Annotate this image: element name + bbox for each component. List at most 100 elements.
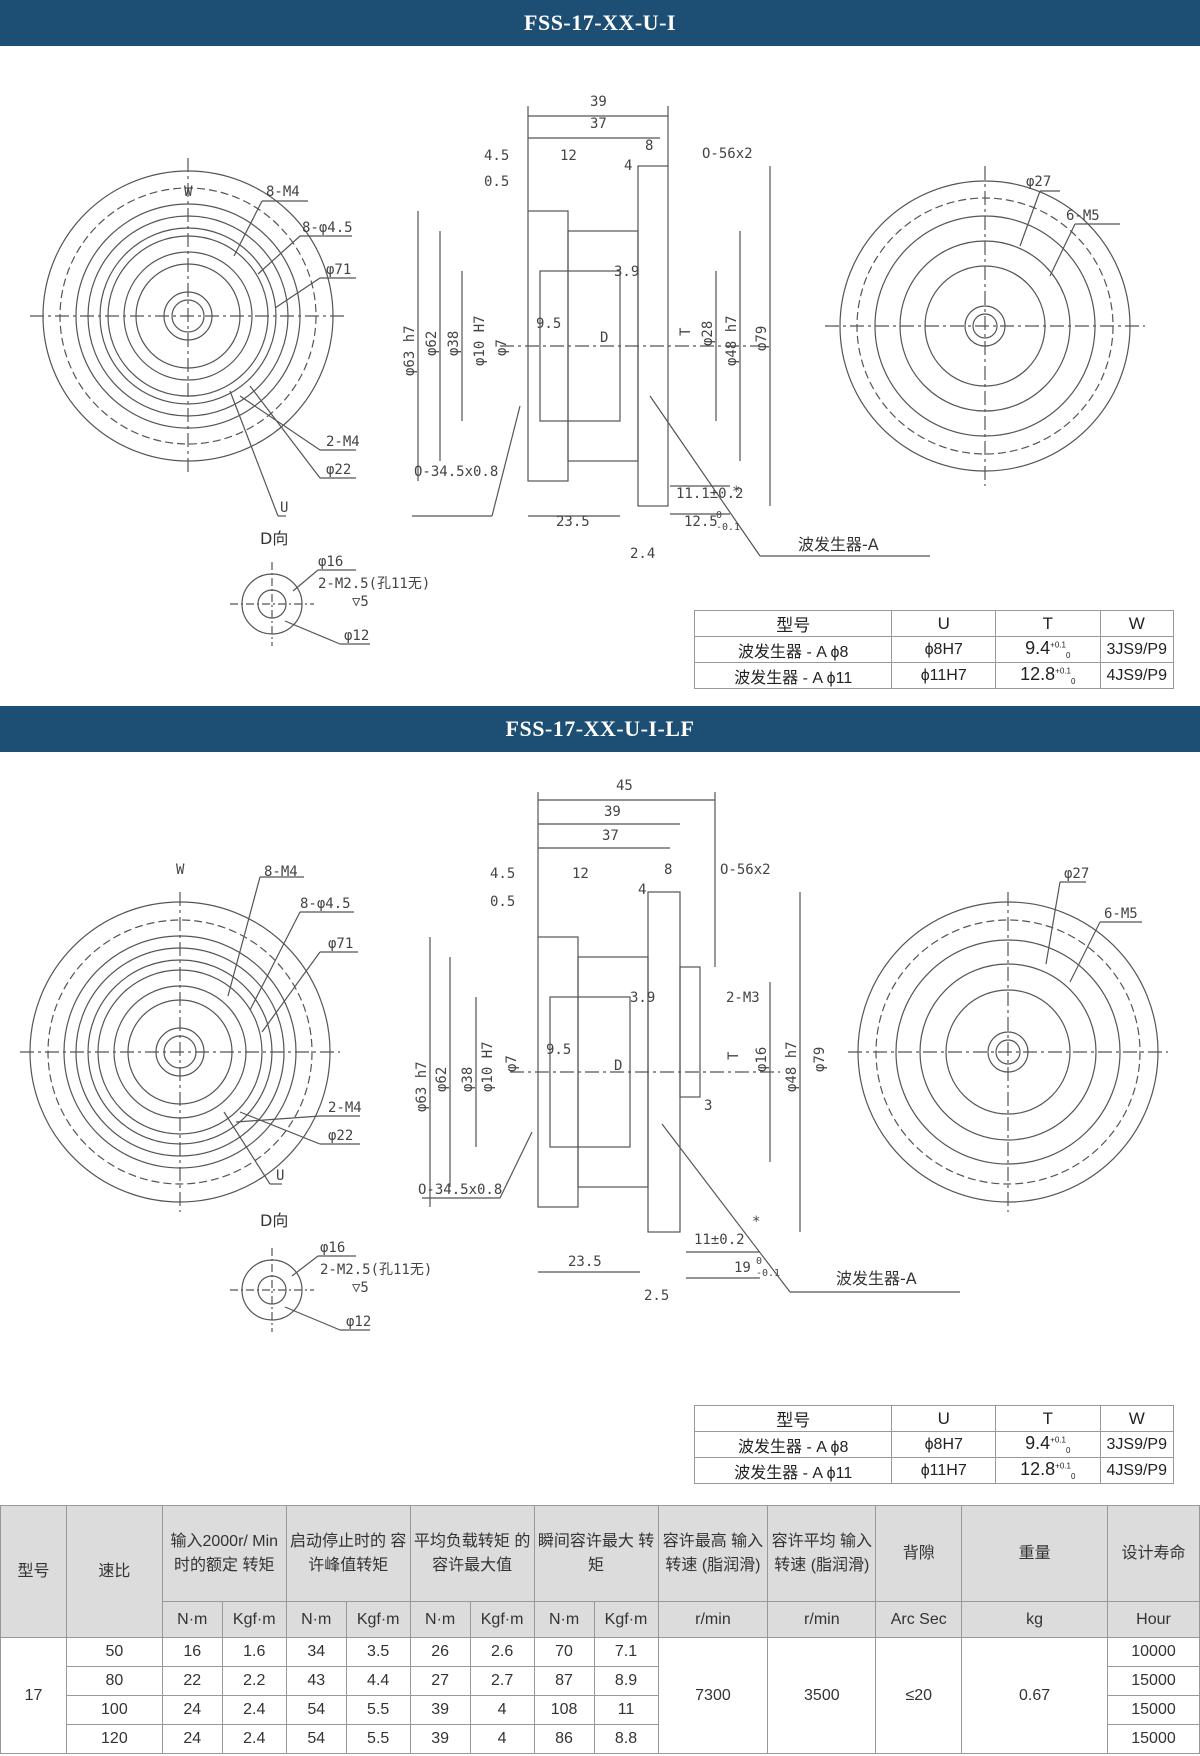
side-dim-0-5: 0.5	[484, 174, 509, 190]
var-head-t: T	[995, 610, 1101, 637]
side-view	[417, 106, 771, 517]
front-u-label: U	[276, 1168, 284, 1184]
spec-unit: N·m	[285, 1601, 347, 1638]
side-oring-bottom: O-34.5x0.8	[418, 1182, 502, 1198]
d-view-title: D向	[260, 529, 288, 548]
var-w: 3JS9/P9	[1099, 636, 1175, 663]
variant-table-2: 型号 U T W 波发生器 - A ϕ8 ϕ8H7 9.4+0.10 3JS9/…	[693, 1405, 1175, 1484]
front-view	[20, 892, 340, 1212]
var-model: 波发生器 - A ϕ8	[693, 636, 893, 663]
spec-cell: 3.5	[345, 1637, 411, 1667]
side-2m3-label: 2-M3	[726, 990, 760, 1006]
spec-cell: 5.5	[345, 1724, 411, 1754]
spec-unit: N·m	[409, 1601, 471, 1638]
spec-cell: 4.4	[345, 1666, 411, 1696]
spec-cell: 15000	[1107, 1666, 1200, 1696]
spec-head-backlash: 背隙	[875, 1505, 963, 1602]
front-w-label: W	[184, 184, 193, 200]
var-head-u: U	[891, 610, 997, 637]
var-t: 12.8+0.10	[995, 1457, 1101, 1484]
side-tol-upper: 0	[756, 1256, 762, 1267]
section-title-2: FSS-17-XX-U-I-LF	[0, 706, 1200, 752]
spec-cell: 16	[161, 1637, 223, 1667]
spec-backlash-value: ≤20	[875, 1637, 963, 1754]
spec-cell: 87	[533, 1666, 595, 1696]
spec-model-value: 17	[0, 1637, 67, 1754]
side-dim-37: 37	[602, 828, 619, 844]
spec-cell: 39	[409, 1695, 471, 1725]
var-u: ϕ11H7	[891, 1457, 997, 1484]
spec-cell: 8.9	[593, 1666, 659, 1696]
spec-cell: 4	[469, 1695, 535, 1725]
var-w: 3JS9/P9	[1099, 1431, 1175, 1458]
d-view-depth: ▽5	[352, 594, 369, 610]
var-head-u: U	[891, 1405, 997, 1432]
d-view	[230, 1248, 314, 1332]
spec-head-life: 设计寿命	[1107, 1505, 1200, 1602]
side-d-label: D	[600, 330, 608, 346]
var-w: 4JS9/P9	[1099, 1457, 1175, 1484]
var-head-w: W	[1099, 610, 1175, 637]
d-view-phi16: φ16	[318, 554, 343, 570]
d-view-m25: 2-M2.5(孔11无)	[320, 1262, 432, 1278]
spec-unit: Hour	[1107, 1601, 1200, 1638]
side-dim-4-5: 4.5	[490, 866, 515, 882]
side-phi38: φ38	[460, 1067, 476, 1092]
rear-phi27: φ27	[1064, 866, 1089, 882]
section-title-1: FSS-17-XX-U-I	[0, 0, 1200, 46]
side-dim-19: 19	[734, 1260, 751, 1276]
front-u-label: U	[280, 500, 288, 516]
side-phi62: φ62	[424, 331, 440, 356]
drawing-section-2: W 8-M4 8-φ4.5 φ71 2-M4 φ22 U 45 39 37 12…	[0, 752, 1200, 1502]
d-view-phi12: φ12	[344, 628, 369, 644]
spec-max-speed-value: 7300	[657, 1637, 769, 1754]
var-u: ϕ8H7	[891, 1431, 997, 1458]
front-phi71-label: φ71	[326, 262, 351, 278]
side-phi79: φ79	[812, 1047, 828, 1072]
technical-drawing-2: W 8-M4 8-φ4.5 φ71 2-M4 φ22 U 45 39 37 12…	[20, 778, 1168, 1332]
d-view-m25: 2-M2.5(孔11无)	[318, 576, 430, 592]
side-phi10: φ10 H7	[472, 315, 488, 366]
spec-unit: r/min	[767, 1601, 877, 1638]
side-t-label: T	[678, 327, 694, 336]
side-phi48: φ48 h7	[784, 1041, 800, 1092]
var-w: 4JS9/P9	[1099, 662, 1175, 689]
spec-cell: 120	[65, 1724, 163, 1754]
side-dim-3: 3	[704, 1098, 712, 1114]
spec-unit: Kgf·m	[221, 1601, 287, 1638]
spec-cell: 2.7	[469, 1666, 535, 1696]
table-row: 100 24 2.4 54 5.5 39 4 108 11 15000	[1, 1695, 1200, 1725]
front-phi22-label: φ22	[328, 1128, 353, 1144]
side-phi7: φ7	[494, 339, 510, 356]
var-head-model: 型号	[693, 610, 893, 637]
side-star: *	[752, 1214, 760, 1230]
side-dim-4: 4	[638, 882, 646, 898]
spec-cell: 11	[593, 1695, 659, 1725]
spec-cell: 1.6	[221, 1637, 287, 1667]
rear-6m5: 6-M5	[1104, 906, 1138, 922]
side-phi10: φ10 H7	[480, 1041, 496, 1092]
spec-unit: kg	[961, 1601, 1109, 1638]
spec-cell: 27	[409, 1666, 471, 1696]
spec-head-ratio: 速比	[65, 1505, 163, 1638]
spec-cell: 100	[65, 1695, 163, 1725]
var-model: 波发生器 - A ϕ11	[693, 662, 893, 689]
side-dim-8: 8	[645, 138, 653, 154]
spec-cell: 15000	[1107, 1695, 1200, 1725]
rear-view	[848, 892, 1168, 1212]
spec-cell: 108	[533, 1695, 595, 1725]
side-phi7: φ7	[504, 1055, 520, 1072]
var-head-model: 型号	[693, 1405, 893, 1432]
side-tol-upper: 0	[716, 510, 722, 521]
spec-cell: 10000	[1107, 1637, 1200, 1667]
side-phi63: φ63 h7	[414, 1061, 430, 1112]
d-view-phi16: φ16	[320, 1240, 345, 1256]
side-oring-bottom: O-34.5x0.8	[414, 464, 498, 480]
spec-cell: 34	[285, 1637, 347, 1667]
variant-table-1: 型号 U T W 波发生器 - A ϕ8 ϕ8H7 9.4+0.10 3JS9/…	[693, 610, 1175, 689]
side-dim-23-5: 23.5	[568, 1254, 602, 1270]
front-phi22-label: φ22	[326, 462, 351, 478]
side-dim-0-5: 0.5	[490, 894, 515, 910]
side-dim-12: 12	[572, 866, 589, 882]
spec-unit: N·m	[533, 1601, 595, 1638]
